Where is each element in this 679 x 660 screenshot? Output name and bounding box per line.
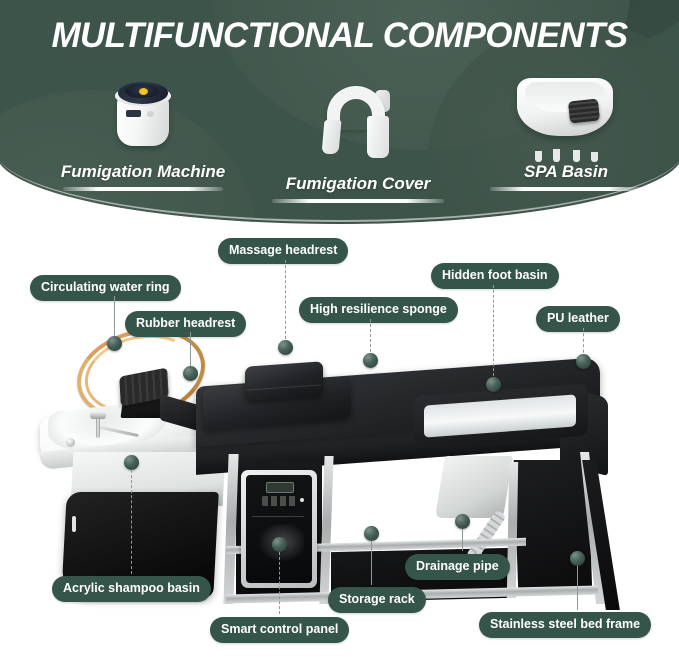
callout-drainage-pipe[interactable]: Drainage pipe [405,554,510,580]
marker-dot-high-resilience-sponge[interactable] [363,353,378,368]
callout-massage-headrest[interactable]: Massage headrest [218,238,349,264]
product-label: Fumigation Machine [60,162,226,181]
leader-line-hidden-foot-basin [493,285,494,381]
leader-line-pu-leather [583,328,584,358]
product-item-spa-basin: SPA Basin [476,62,656,191]
callout-acrylic-shampoo-basin[interactable]: Acrylic shampoo basin [52,576,211,602]
marker-dot-rubber-headrest[interactable] [183,366,198,381]
marker-dot-massage-headrest[interactable] [278,340,293,355]
leader-line-massage-headrest [285,260,286,344]
callout-storage-rack[interactable]: Storage rack [328,587,426,613]
product-item-fumigation-machine: Fumigation Machine [48,66,238,191]
spa-basin-icon [511,62,621,162]
leader-line-high-resilience-sponge [370,319,371,357]
marker-dot-pu-leather[interactable] [576,354,591,369]
product-underline [272,199,444,203]
callout-high-resilience-sponge[interactable]: High resilience sponge [299,297,458,323]
callout-circulating-water-ring[interactable]: Circulating water ring [30,275,181,301]
leader-line-drainage-pipe [462,529,463,551]
fumigation-cover-icon [315,72,401,168]
marker-dot-circulating-water-ring[interactable] [107,336,122,351]
header-banner: MULTIFUNCTIONAL COMPONENTS Fumigation Ma… [0,0,679,224]
marker-dot-drainage-pipe[interactable] [455,514,470,529]
product-underline [490,187,642,191]
product-label: Fumigation Cover [285,174,431,193]
marker-dot-smart-control-panel[interactable] [272,537,287,552]
banner-bottom-arc [0,0,679,222]
callout-rubber-headrest[interactable]: Rubber headrest [125,311,247,337]
leader-line-stainless-steel-bed-frame [577,566,578,610]
leader-line-circulating-water-ring [114,296,115,340]
callout-pu-leather[interactable]: PU leather [536,306,620,332]
callout-smart-control-panel[interactable]: Smart control panel [210,617,350,643]
page-title: MULTIFUNCTIONAL COMPONENTS [51,16,628,55]
product-label: SPA Basin [523,162,609,181]
marker-dot-storage-rack[interactable] [364,526,379,541]
leader-line-acrylic-shampoo-basin [131,470,132,574]
product-diagram: Circulating water ring Rubber headrest M… [0,224,679,660]
marker-dot-acrylic-shampoo-basin[interactable] [124,455,139,470]
marker-dot-stainless-steel-bed-frame[interactable] [570,551,585,566]
leader-line-smart-control-panel [279,552,280,614]
leader-line-rubber-headrest [190,332,191,370]
leader-line-storage-rack [371,541,372,585]
product-underline [63,187,223,191]
callout-hidden-foot-basin[interactable]: Hidden foot basin [431,263,559,289]
product-item-fumigation-cover: Fumigation Cover [258,72,458,203]
callout-stainless-steel-bed-frame[interactable]: Stainless steel bed frame [479,612,652,638]
marker-dot-hidden-foot-basin[interactable] [486,377,501,392]
fumigation-machine-icon [103,66,183,162]
